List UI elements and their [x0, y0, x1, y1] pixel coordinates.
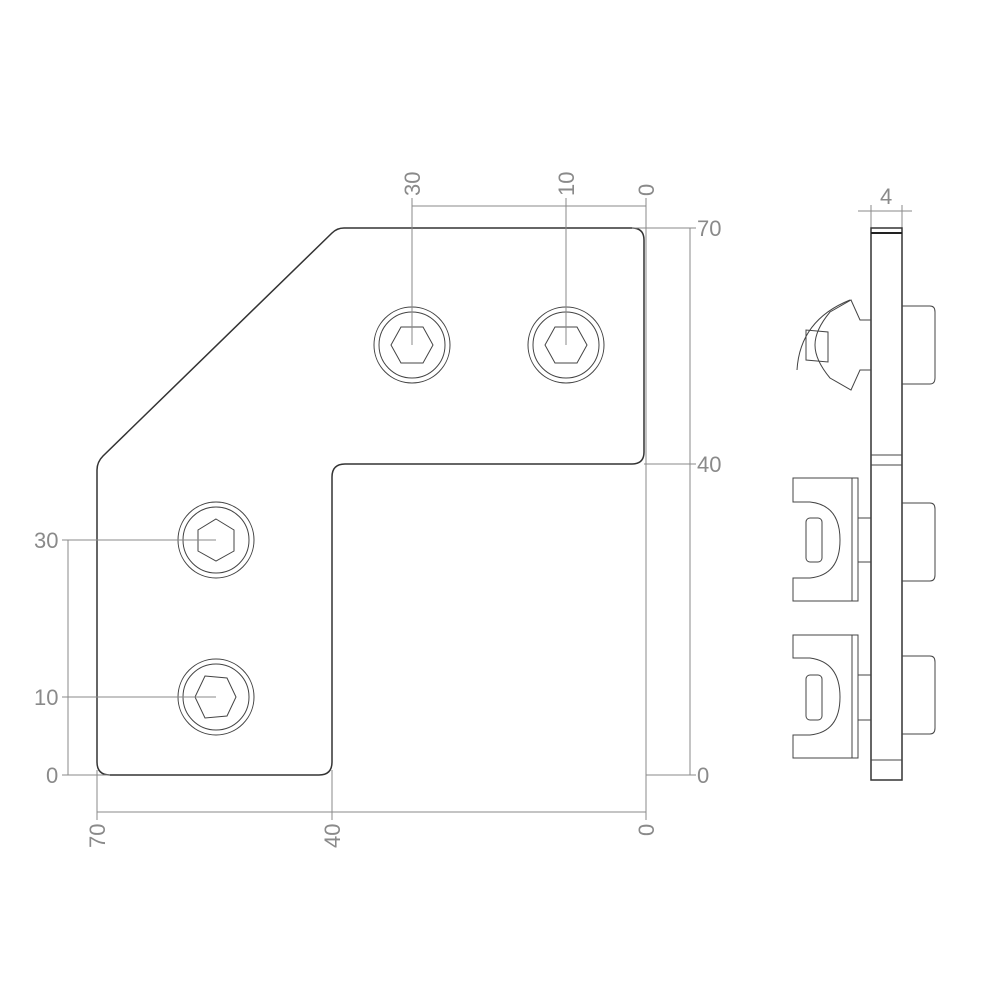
right-dim-label: 0	[697, 763, 709, 788]
t-nut-middle	[792, 477, 871, 602]
left-dim-label: 10	[34, 685, 58, 710]
plate-side	[870, 227, 903, 781]
corner-plate-outline	[96, 227, 645, 776]
left-dim-label: 0	[46, 763, 58, 788]
left-dimension-line	[62, 539, 216, 776]
side-view	[792, 205, 936, 781]
bottom-dim-label: 40	[320, 824, 345, 848]
left-dim-label: 30	[34, 528, 58, 553]
right-dimension-line	[632, 227, 696, 820]
t-nut-bottom	[792, 634, 871, 759]
bottom-dim-label: 0	[634, 824, 659, 836]
bottom-dim-label: 70	[85, 824, 110, 848]
right-dim-label: 40	[697, 452, 721, 477]
bottom-dimension-line	[96, 770, 646, 820]
thickness-dim-label: 4	[880, 184, 892, 209]
top-dim-label: 10	[554, 172, 579, 196]
top-dim-label: 30	[400, 172, 425, 196]
top-dim-label: 0	[634, 184, 659, 196]
top-dimension-line	[411, 198, 647, 345]
right-dim-label: 70	[697, 216, 721, 241]
